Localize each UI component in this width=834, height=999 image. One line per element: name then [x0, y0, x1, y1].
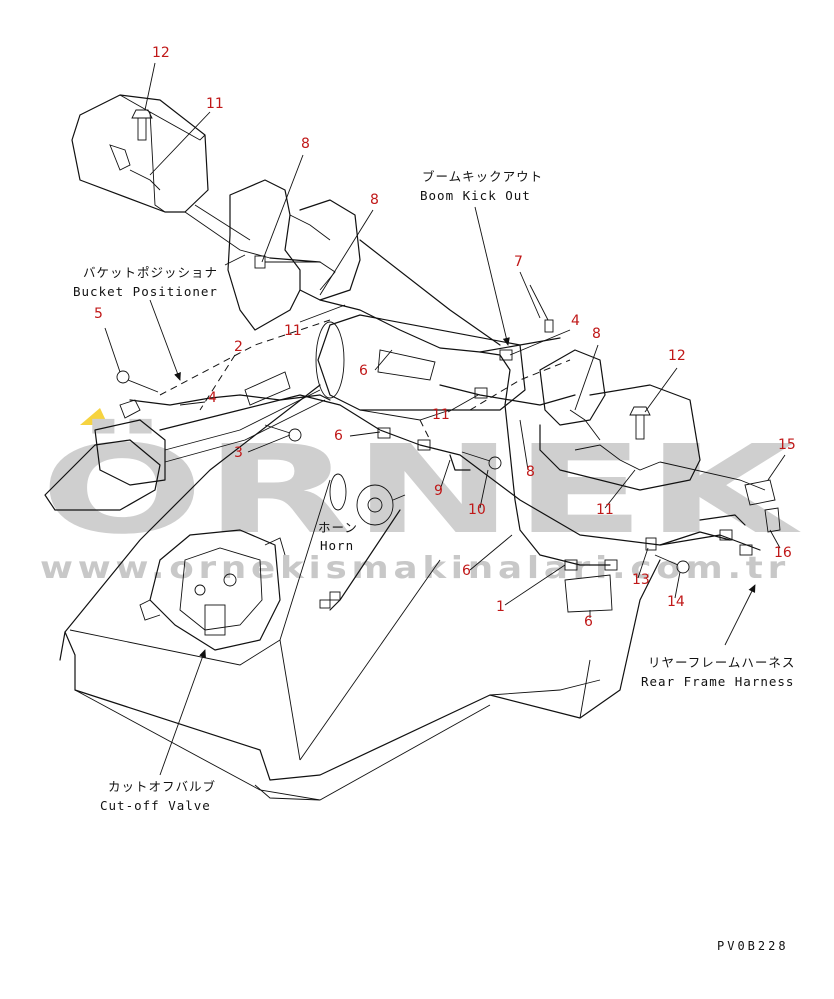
- clamp-16-icon: [764, 507, 781, 533]
- wiring-harness: [129, 257, 761, 611]
- rear-frame-harness-label: Rear Frame Harness: [641, 674, 794, 689]
- leader-lines: [104, 62, 786, 776]
- watermark-logo: ÖRNEK: [40, 419, 802, 561]
- callout-c8d: 8: [526, 464, 535, 480]
- callout-c11c: 11: [432, 407, 450, 423]
- callout-c10: 10: [468, 502, 486, 518]
- callout-c6a: 6: [359, 363, 368, 379]
- frame-outline: [59, 319, 661, 801]
- callout-c2: 2: [234, 339, 243, 355]
- callout-c9: 9: [434, 483, 443, 499]
- boom-kick-out-jp-label: ブームキックアウト: [422, 169, 543, 184]
- callout-c1: 1: [496, 599, 505, 615]
- callout-c6b: 6: [334, 428, 343, 444]
- callout-c8c: 8: [592, 326, 601, 342]
- labels: ブームキックアウト Boom Kick Out バケットポジッショナ Bucke…: [73, 169, 795, 953]
- callout-c11b: 11: [284, 323, 302, 339]
- callout-c12a: 12: [152, 45, 170, 61]
- watermark-accent-icon: [80, 408, 108, 425]
- front-frame: [224, 179, 501, 346]
- callout-c11d: 11: [596, 502, 614, 518]
- bolt-10-icon: [488, 456, 502, 470]
- bucket-positioner-jp-label: バケットポジッショナ: [83, 265, 218, 280]
- rear-tank: [539, 349, 766, 491]
- cut-off-valve-jp-label: カットオフバルブ: [108, 779, 216, 794]
- fasteners: [116, 370, 781, 613]
- cut-off-valve-label: Cut-off Valve: [100, 798, 211, 813]
- bucket-positioner-label: Bucket Positioner: [73, 284, 218, 299]
- center-drum: [315, 314, 526, 421]
- cut-off-valve: [139, 529, 286, 651]
- horn-label: Horn: [320, 538, 354, 553]
- horn-jp-label: ホーン: [318, 520, 358, 535]
- callout-c6c: 6: [462, 563, 471, 579]
- clamp-15-icon: [744, 479, 776, 506]
- bolt-5-icon: [116, 370, 130, 384]
- callout-c8b: 8: [370, 192, 379, 208]
- boom-kick-out-label: Boom Kick Out: [420, 188, 531, 203]
- callout-c3: 3: [234, 445, 243, 461]
- callout-c14: 14: [667, 594, 685, 610]
- callout-c4b: 4: [208, 390, 217, 406]
- watermark: ÖRNEK www.ornekismakinalari.com.tr: [40, 408, 802, 586]
- callout-c15: 15: [778, 437, 796, 453]
- callout-c11a: 11: [206, 96, 224, 112]
- callout-c8a: 8: [301, 136, 310, 152]
- callout-c12b: 12: [668, 348, 686, 364]
- bolt-14-icon: [676, 560, 690, 574]
- callout-c7: 7: [514, 254, 523, 270]
- callout-c16: 16: [774, 545, 792, 561]
- left-axle: [44, 389, 326, 511]
- rear-frame-harness-jp-label: リヤーフレームハーネス: [648, 655, 795, 670]
- callout-c13: 13: [632, 572, 650, 588]
- callout-c5: 5: [94, 306, 103, 322]
- callout-c6d: 6: [584, 614, 593, 630]
- drawing-code: PV0B228: [717, 939, 789, 953]
- callout-c4a: 4: [571, 313, 580, 329]
- fuel-tank: [71, 94, 271, 259]
- horn: [329, 473, 406, 526]
